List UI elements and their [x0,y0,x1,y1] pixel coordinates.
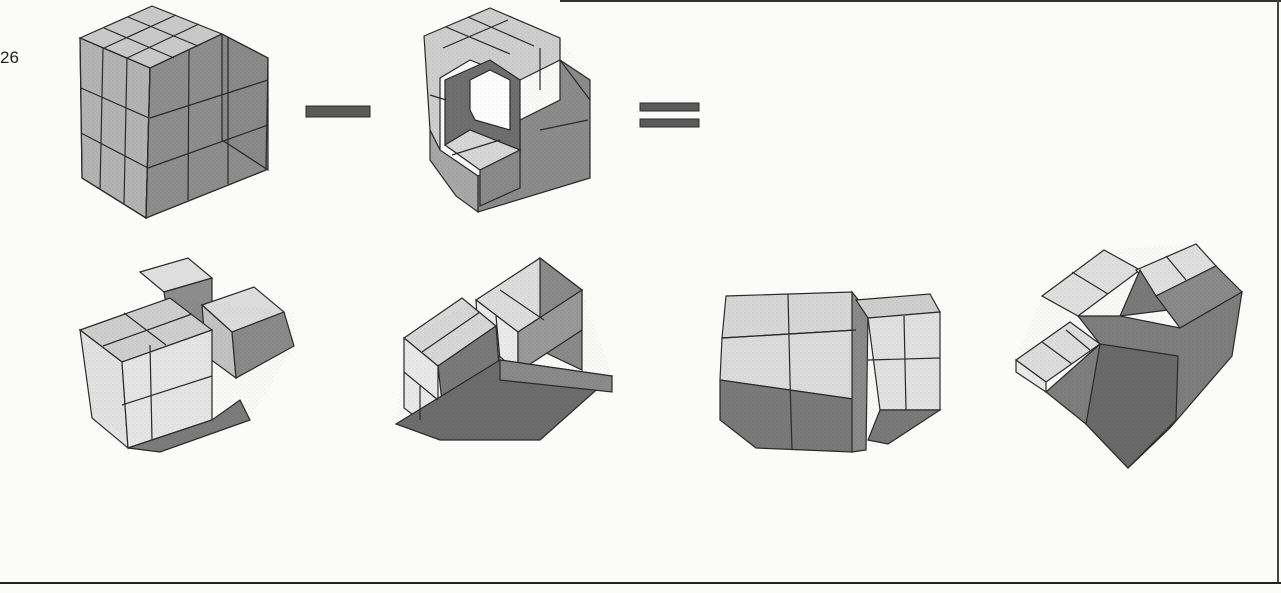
option-piece-1-icon [80,258,294,452]
cube-3x3x3-icon [80,6,268,218]
equals-sign-icon [640,103,699,127]
option-piece-3-icon [720,292,940,452]
minus-sign-icon [306,106,370,117]
cube-with-hollow-icon [424,8,590,212]
option-piece-2-icon [396,258,612,440]
bottom-border-line [0,582,1281,584]
option-piece-4-icon [1016,244,1242,468]
